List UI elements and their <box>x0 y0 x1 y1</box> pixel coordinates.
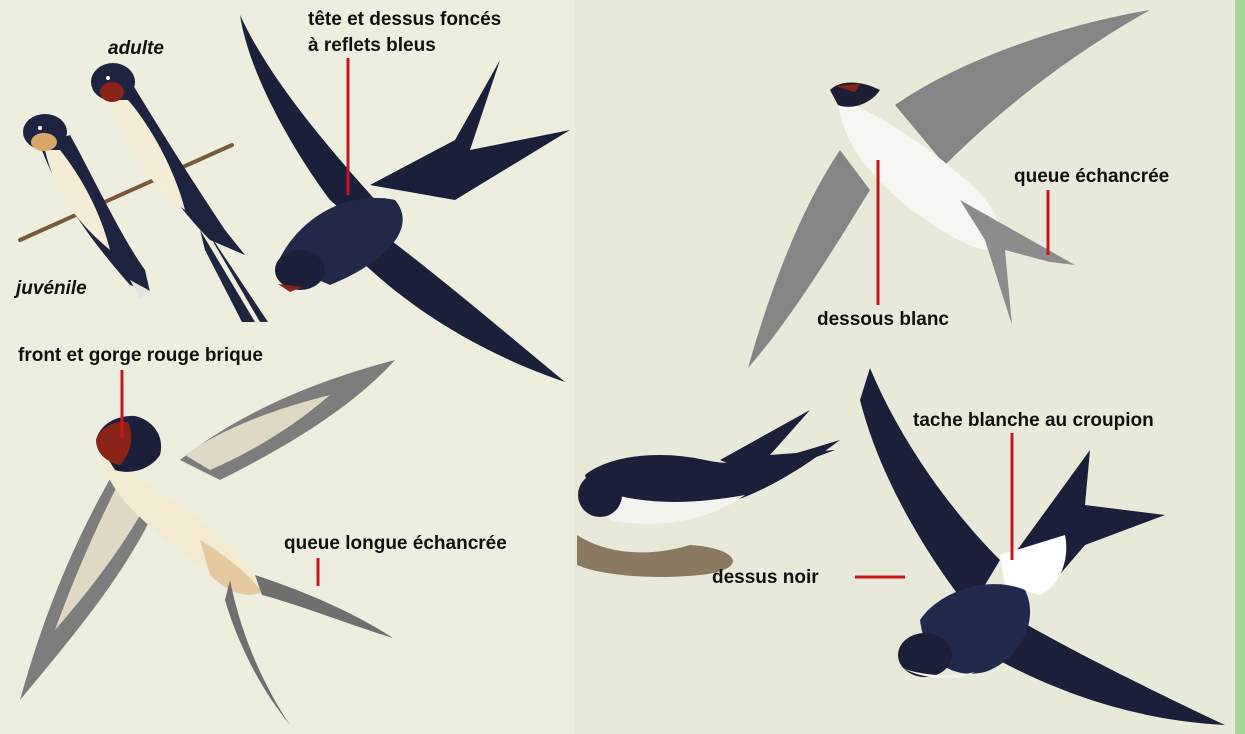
label-head-upperparts: tête et dessus foncés <box>308 9 501 31</box>
accent-strip <box>1235 0 1245 734</box>
label-notched-tail: queue échancrée <box>1014 166 1169 188</box>
label-black-upperparts: dessus noir <box>712 567 819 589</box>
label-white-rump: tache blanche au croupion <box>913 410 1154 432</box>
label-forehead-throat: front et gorge rouge brique <box>18 345 263 367</box>
label-adult: adulte <box>108 38 164 60</box>
label-white-underside: dessous blanc <box>817 309 949 331</box>
label-long-forked-tail: queue longue échancrée <box>284 533 507 555</box>
label-juvenile: juvénile <box>16 278 87 300</box>
label-head-upperparts-line2: à reflets bleus <box>308 35 436 57</box>
